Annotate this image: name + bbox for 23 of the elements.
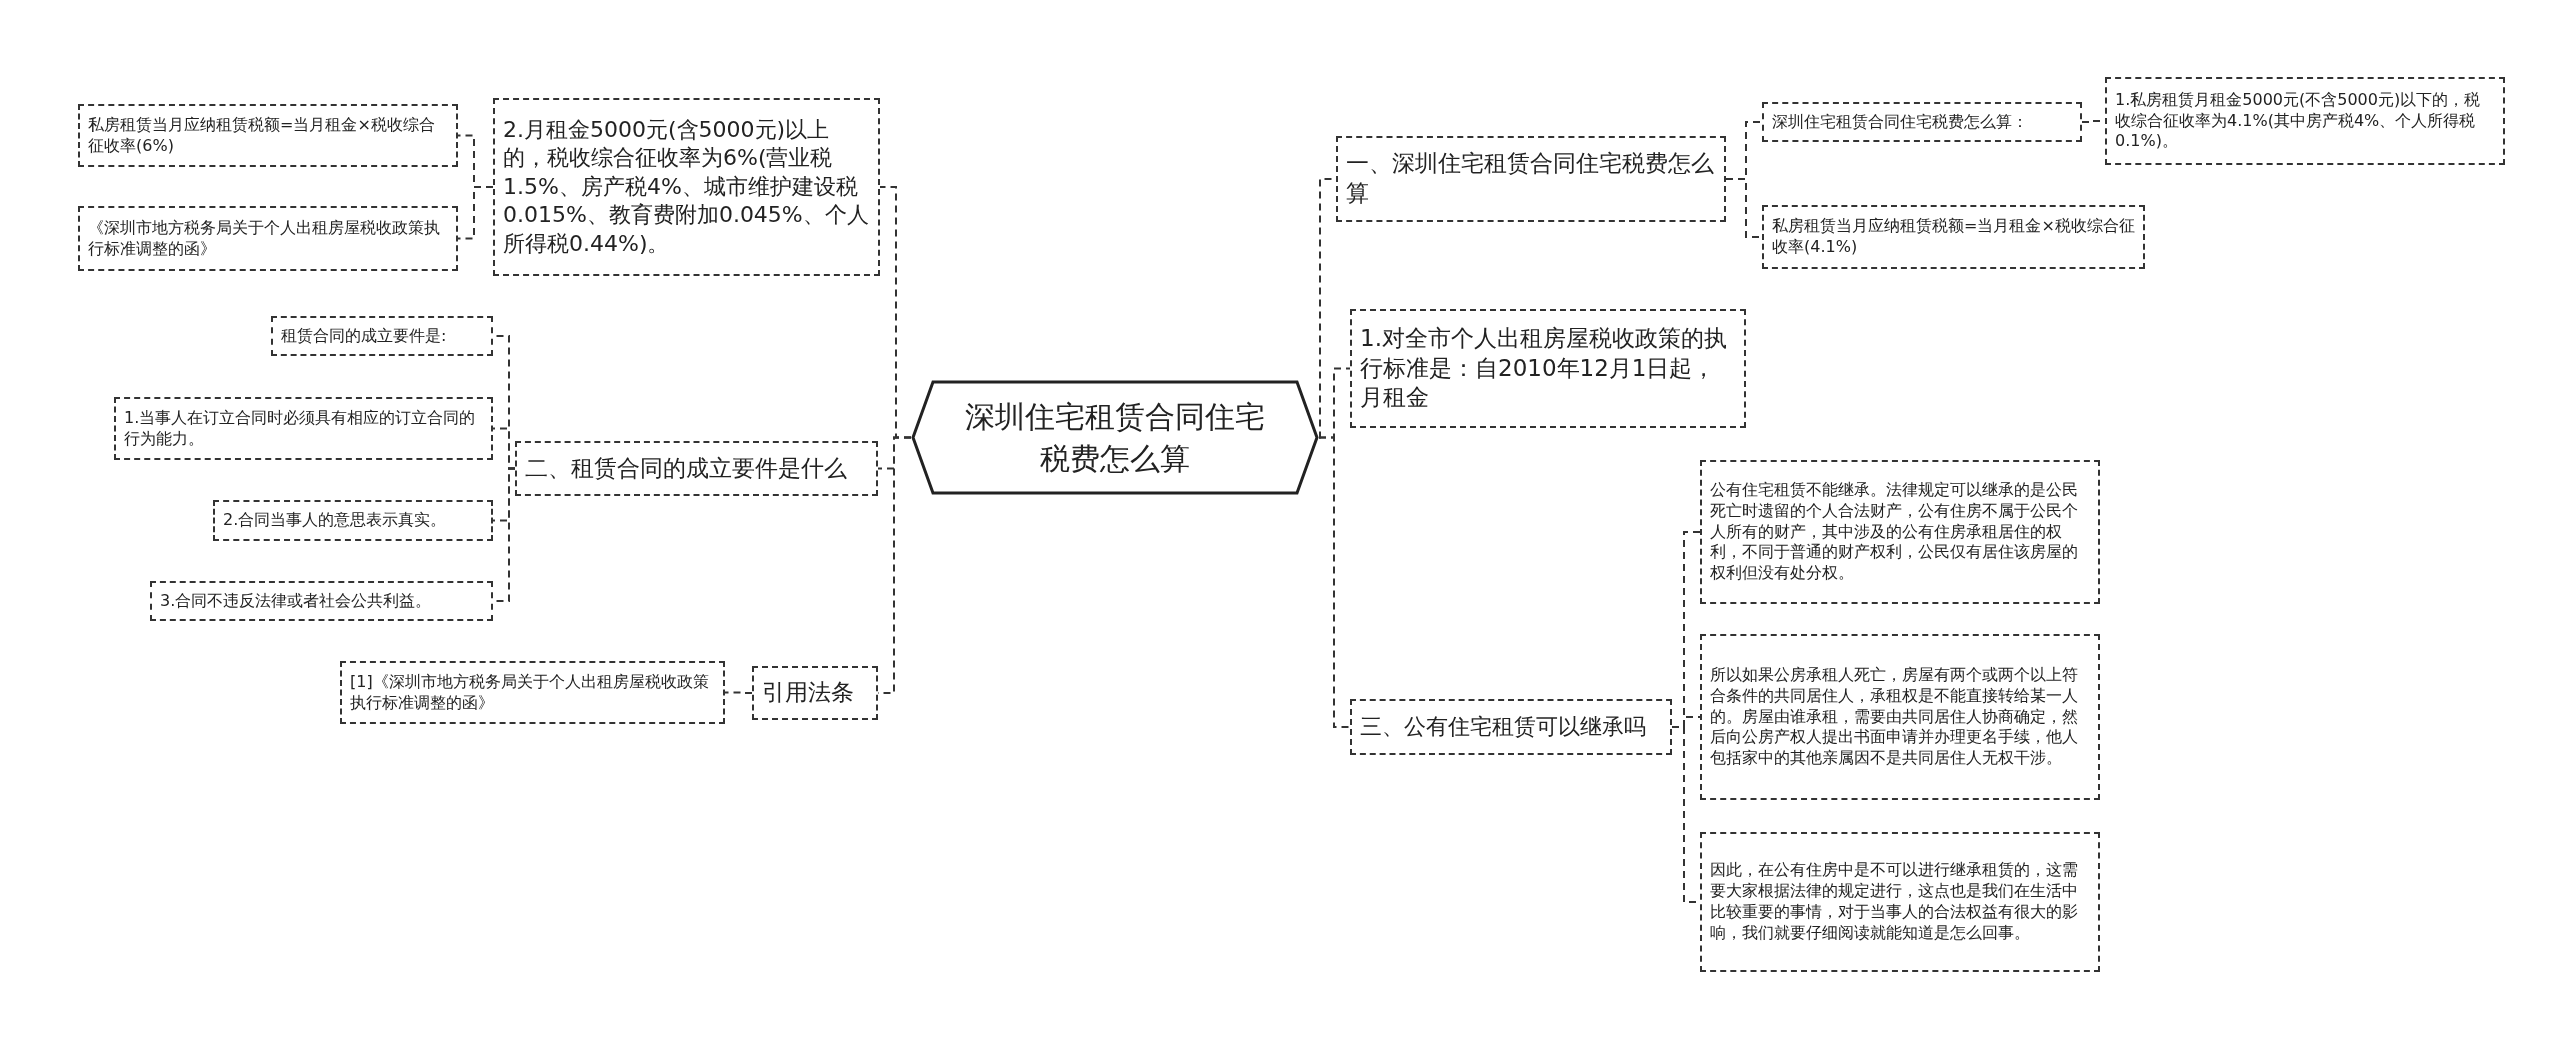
topic-box: 1.私房租赁月租金5000元(不含5000元)以下的，税收综合征收率为4.1%(其中房产税4%、个人所得税0.1%)。 — [2105, 77, 2505, 165]
central-topic-hexagon: 深圳住宅租赁合同住宅税费怎么算 — [911, 380, 1319, 495]
topic-box: 引用法条 — [752, 666, 878, 720]
topic-box: 2.合同当事人的意思表示真实。 — [213, 500, 493, 541]
connector-line — [457, 186, 494, 240]
topic-box: [1]《深圳市地方税务局关于个人出租房屋税收政策执行标准调整的函》 — [340, 661, 725, 724]
topic-box: 私房租赁当月应纳租赁税额=当月租金×税收综合征收率(6%) — [78, 104, 458, 167]
topic-box: 私房租赁当月应纳租赁税额=当月租金×税收综合征收率(4.1%) — [1762, 205, 2145, 269]
topic-box: 深圳住宅租赁合同住宅税费怎么算： — [1762, 102, 2082, 142]
topic-box: 一、深圳住宅租赁合同住宅税费怎么算 — [1336, 136, 1726, 222]
topic-box: 1.当事人在订立合同时必须具有相应的订立合同的行为能力。 — [114, 397, 493, 460]
topic-box: 所以如果公房承租人死亡，房屋有两个或两个以上符合条件的共同居住人，承租权是不能直接转给某一人的。房屋由谁承租，需要由共同居住人协商确定，然后向公房产权人提出书面申请并办理更名手续，他人包括家中的其他亲属因不是共同居住人无权干涉。 — [1700, 634, 2100, 800]
topic-box: 租赁合同的成立要件是: — [271, 316, 493, 356]
topic-box: 公有住宅租赁不能继承。法律规定可以继承的是公民死亡时遗留的个人合法财产，公有住房不属于公民个人所有的财产，其中涉及的公有住房承租居住的权利，不同于普通的财产权利，公民仅有居住该房屋的权利但没有处分权。 — [1700, 460, 2100, 604]
topic-box: 三、公有住宅租赁可以继承吗 — [1350, 699, 1672, 755]
connector-line — [1318, 436, 1351, 728]
topic-box: 《深圳市地方税务局关于个人出租房屋税收政策执行标准调整的函》 — [78, 206, 458, 271]
topic-box: 2.月租金5000元(含5000元)以上的，税收综合征收率为6%(营业税1.5%、房产税4%、城市维护建设税0.015%、教育费附加0.045%、个人所得税0.44%)。 — [493, 98, 880, 276]
topic-box: 二、租赁合同的成立要件是什么 — [515, 441, 878, 496]
topic-box: 3.合同不违反法律或者社会公共利益。 — [150, 581, 493, 621]
topic-box: 1.对全市个人出租房屋税收政策的执行标准是：自2010年12月1日起，月租金 — [1350, 309, 1746, 428]
topic-box: 因此，在公有住房中是不可以进行继承租赁的，这需要大家根据法律的规定进行，这点也是我们在生活中比较重要的事情，对于当事人的合法权益有很大的影响，我们就要仔细阅读就能知道是怎么回事。 — [1700, 832, 2100, 972]
connector-line — [724, 691, 753, 694]
